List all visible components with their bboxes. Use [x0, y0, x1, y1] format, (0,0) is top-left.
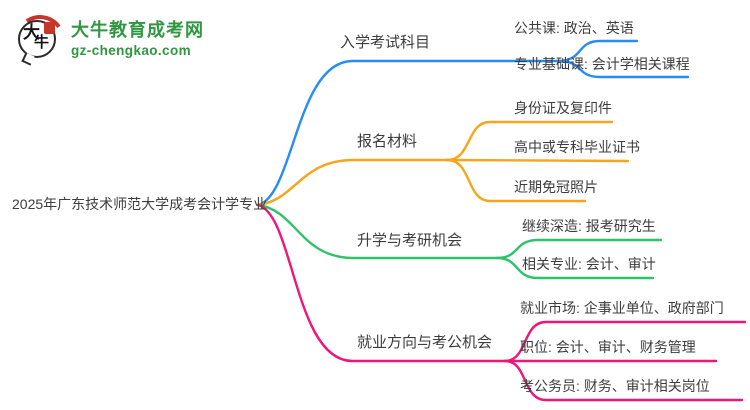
branch-line-career [256, 203, 507, 363]
logo-char-niu: 牛 [34, 34, 50, 51]
branch-label-career: 就业方向与考公机会 [357, 334, 493, 351]
child-label-basic-courses: 专业基础课: 会计学相关课程 [514, 56, 690, 72]
child-label-positions: 职位: 会计、审计、财务管理 [520, 339, 696, 355]
child-label-id-card: 身份证及复印件 [514, 100, 612, 116]
site-name: 大牛教育成考网 [71, 20, 204, 40]
logo-char-da: 大 [23, 23, 40, 42]
child-label-public-courses: 公共课: 政治、英语 [514, 20, 634, 36]
underline-job-market [503, 320, 747, 363]
underline-public-courses [556, 39, 639, 63]
child-label-graduate-study: 继续深造: 报考研究生 [522, 218, 656, 234]
root-node-label: 2025年广东技术师范大学成考会计学专业 [12, 196, 268, 212]
daniu-bubble-icon: 大 牛 [11, 11, 69, 69]
logo-red-seal [44, 22, 55, 34]
underline-related-majors [495, 256, 655, 280]
branch-label-further-study: 升学与考研机会 [357, 232, 463, 249]
underline-civil-service [503, 359, 744, 402]
child-label-diploma: 高中或专科毕业证书 [514, 139, 640, 155]
underline-id-card [445, 120, 614, 162]
logo-text-block: 大牛教育成考网 gz-chengkao.com [71, 14, 204, 58]
branch-label-application-materials: 报名材料 [357, 133, 418, 150]
underline-diploma [445, 158, 630, 163]
child-label-photo: 近期免冠照片 [514, 179, 598, 195]
underline-graduate-study [495, 238, 663, 260]
site-logo[interactable]: 大 牛 大牛教育成考网 gz-chengkao.com [11, 11, 204, 69]
underline-basic-courses [556, 59, 690, 79]
underline-photo [445, 158, 587, 203]
child-label-job-market: 就业市场: 企事业单位、政府部门 [520, 300, 724, 316]
child-label-related-majors: 相关专业: 会计、审计 [522, 256, 656, 272]
branch-line-application-materials [256, 158, 449, 207]
site-url: gz-chengkao.com [71, 42, 192, 58]
branch-line-further-study [256, 203, 499, 260]
branch-label-exam-subjects: 入学考试科目 [340, 34, 431, 51]
child-label-civil-service: 考公务员: 财务、审计相关岗位 [520, 378, 710, 394]
branch-line-exam-subjects [256, 59, 560, 207]
